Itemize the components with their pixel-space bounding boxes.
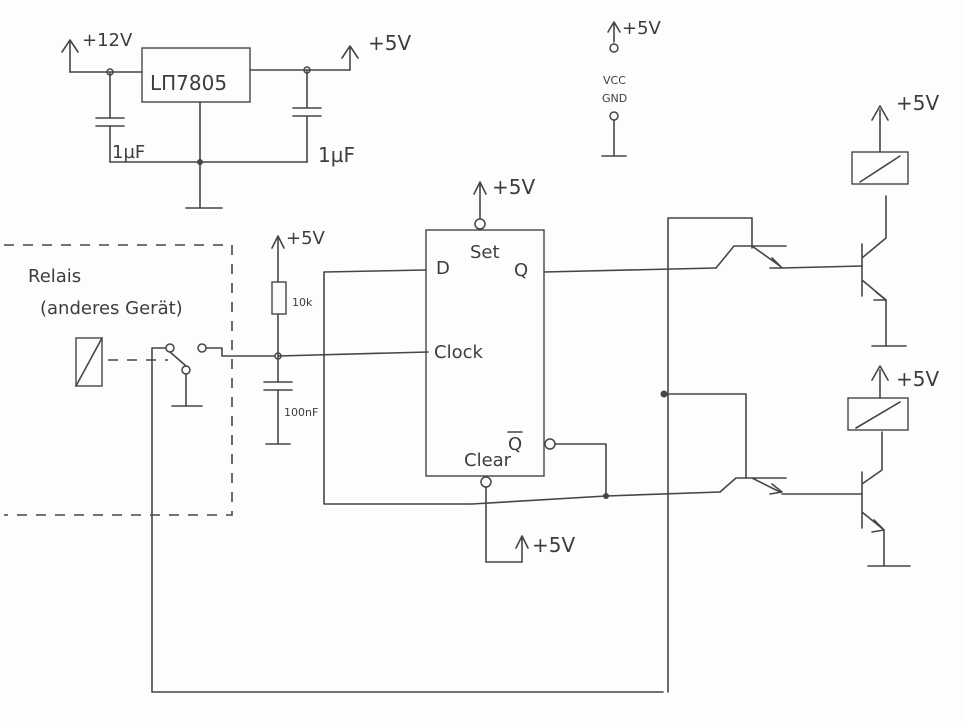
vcc-label: VCC	[603, 74, 626, 87]
d-flipflop: +5V Set D Q Clock Clear Q +5V	[323, 175, 575, 563]
label-12v: +12V	[82, 30, 133, 51]
clear-supply-wire	[485, 486, 529, 563]
supply-arrow-bottom	[871, 365, 889, 399]
external-relay: Relais (anderes Gerät)	[4, 244, 664, 693]
wire-bottom-loop	[151, 347, 664, 693]
label-5v: +5V	[368, 31, 411, 55]
switch-lever	[169, 351, 187, 367]
relay-coil-slash	[75, 337, 103, 387]
capacitor-100nf	[263, 313, 293, 445]
contact-nc	[165, 343, 175, 353]
wire-vertical-bus	[663, 217, 753, 693]
header-supply-label: +5V	[622, 18, 662, 39]
contact-no	[197, 343, 207, 353]
opto-top	[715, 245, 787, 269]
resistor-label: 10k	[292, 296, 313, 309]
vcc-gnd-header: +5V VCC GND	[601, 18, 662, 157]
supply-arrow-12v	[61, 39, 79, 73]
d-label: D	[436, 258, 450, 279]
supply-arrow-set	[473, 181, 487, 219]
dashed-boundary	[4, 244, 233, 516]
transistor-bottom-arrow	[871, 519, 885, 533]
output-stage: +5V +5V	[471, 91, 939, 693]
supply-arrow-rc	[271, 235, 285, 263]
wire-to-clock	[205, 347, 276, 357]
pin-vcc	[609, 43, 619, 53]
set-label: Set	[470, 242, 500, 263]
clear-supply-label: +5V	[532, 533, 575, 557]
relay-coil	[75, 337, 103, 387]
wire-qbar	[554, 443, 721, 497]
wire-q	[543, 267, 717, 273]
relay-coil-bottom	[847, 397, 909, 431]
rc-network: +5V 10k 100nF	[263, 228, 429, 445]
capacitor-left	[95, 71, 125, 163]
contact-common	[181, 365, 191, 375]
pin-qbar	[544, 438, 556, 450]
transistor-top	[861, 195, 907, 347]
pin-set	[474, 218, 486, 230]
wire-d-feedback	[323, 269, 473, 505]
switch-ground	[171, 373, 203, 407]
ground-bus	[109, 101, 308, 209]
ground-symbol	[601, 119, 627, 157]
capacitor-right	[292, 69, 322, 163]
junction	[197, 159, 203, 165]
set-supply-label: +5V	[492, 175, 535, 199]
rc-supply-label: +5V	[286, 228, 326, 249]
cap-left-label: 1µF	[112, 142, 145, 163]
regulator-box	[141, 47, 251, 103]
relay-title-line1: Relais	[28, 266, 81, 287]
qbar-label: Q	[508, 434, 522, 455]
relay-top-slash	[859, 155, 901, 183]
junction	[660, 390, 668, 398]
wire-clock	[277, 351, 429, 357]
power-supply: +12V LП7805 +5V 1µF 1µF	[61, 30, 411, 209]
resistor-10k	[271, 281, 287, 315]
transistor-top-arrow	[873, 291, 887, 301]
supply-arrow-header	[607, 21, 621, 43]
supply-arrow-top	[871, 105, 889, 153]
clock-label: Clock	[434, 342, 483, 363]
q-label: Q	[514, 260, 528, 281]
wire-qbar-feedback	[471, 495, 607, 505]
flipflop-box	[425, 229, 545, 477]
cap-right-label: 1µF	[318, 143, 355, 167]
relay-bottom-slash	[855, 401, 901, 429]
opto-bottom	[719, 477, 787, 493]
bottom-supply-label: +5V	[896, 367, 939, 391]
capacitor-label: 100nF	[284, 406, 318, 419]
clear-label: Clear	[464, 450, 512, 471]
supply-arrow-5v	[341, 45, 359, 71]
transistor-bottom	[861, 431, 911, 567]
relay-title-line2: (anderes Gerät)	[40, 298, 183, 319]
pin-gnd	[609, 111, 619, 121]
top-supply-label: +5V	[896, 91, 939, 115]
gnd-label: GND	[602, 92, 627, 105]
regulator-label: LП7805	[150, 71, 227, 95]
pin-clear	[480, 476, 492, 488]
opto-bottom-arrow	[769, 483, 783, 495]
wire-to-q-top	[781, 265, 863, 269]
